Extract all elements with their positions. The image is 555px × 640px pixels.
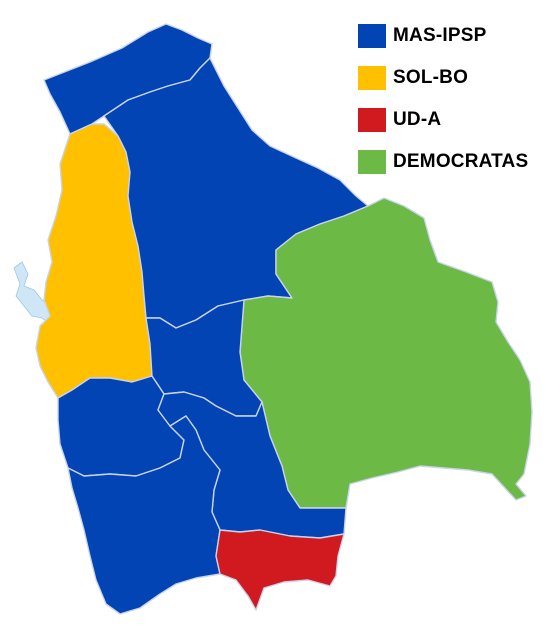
legend-item-ud-a: UD-A (358, 106, 553, 133)
legend-swatch (358, 107, 386, 132)
legend-label: SOL-BO (393, 66, 469, 88)
region-santa-cruz[interactable] (239, 197, 533, 509)
legend: MAS-IPSP SOL-BO UD-A DEMOCRATAS (358, 22, 553, 190)
legend-item-democratas: DEMOCRATAS (358, 148, 553, 175)
legend-label: MAS-IPSP (393, 24, 487, 46)
legend-swatch (358, 65, 386, 90)
legend-label: DEMOCRATAS (393, 150, 529, 172)
legend-label: UD-A (393, 108, 442, 130)
legend-item-mas-ipsp: MAS-IPSP (358, 22, 553, 49)
legend-swatch (358, 149, 386, 174)
region-tarija[interactable] (215, 529, 345, 611)
legend-item-sol-bo: SOL-BO (358, 64, 553, 91)
legend-swatch (358, 23, 386, 48)
